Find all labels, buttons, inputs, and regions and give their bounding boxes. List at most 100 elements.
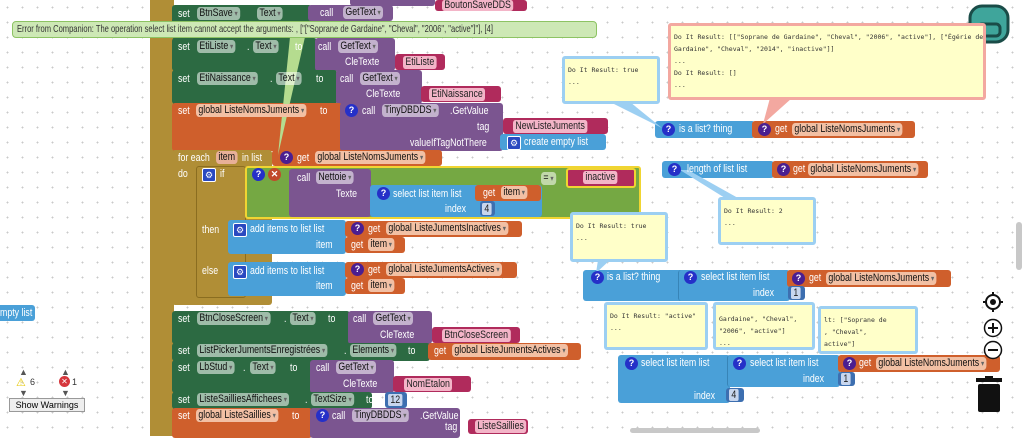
error-next-arrow[interactable]: ▼: [61, 388, 70, 398]
property-dropdown[interactable]: Text: [276, 72, 302, 85]
add-items-block[interactable]: [228, 262, 346, 296]
help-icon[interactable]: ?: [591, 271, 604, 284]
component-dropdown[interactable]: EtiNaissance: [197, 72, 259, 85]
variable-dropdown[interactable]: global ListeNomsJuments: [876, 357, 987, 370]
help-icon[interactable]: ?: [777, 163, 790, 176]
gear-icon[interactable]: ⚙: [233, 223, 247, 237]
vertical-scrollbar[interactable]: [1016, 222, 1022, 270]
horizontal-scrollbar[interactable]: [630, 428, 760, 433]
variable-dropdown[interactable]: global ListeJumentsInactives: [386, 222, 509, 235]
recenter-icon[interactable]: [983, 292, 1003, 312]
string-value[interactable]: BoutonSaveDDS: [442, 0, 514, 11]
string-value[interactable]: inactive: [583, 171, 618, 184]
procedure-dropdown[interactable]: GetText: [360, 72, 401, 85]
help-icon[interactable]: ?: [668, 163, 681, 176]
procedure-dropdown[interactable]: GetText: [343, 6, 384, 19]
kw: mpty list: [0, 307, 33, 319]
number-value[interactable]: 4: [482, 203, 492, 215]
set-lbstud-block[interactable]: [172, 360, 312, 393]
event-block[interactable]: [150, 0, 174, 436]
select-list-item-block[interactable]: [727, 355, 840, 387]
do-it-result-comment[interactable]: Do It Result: [["Soprane de Gardaine", "…: [668, 23, 986, 100]
component-dropdown[interactable]: ListeSailliesAffichees: [197, 393, 290, 406]
procedure-dropdown[interactable]: GetText: [338, 40, 379, 53]
variable-dropdown[interactable]: global ListeNomsJuments: [826, 272, 937, 285]
variable-dropdown[interactable]: global ListeJumentsActives: [386, 263, 502, 276]
string-value[interactable]: EtiListe: [403, 56, 437, 69]
create-empty-list-block[interactable]: [500, 134, 606, 150]
variable-dropdown[interactable]: global ListeNomsJuments: [315, 151, 426, 164]
procedure-dropdown[interactable]: GetText: [373, 312, 414, 325]
warning-prev-arrow[interactable]: ▲: [19, 367, 28, 377]
variable-dropdown[interactable]: item: [368, 238, 395, 251]
call-block[interactable]: [350, 0, 435, 6]
string-value[interactable]: ListeSaillies: [475, 420, 527, 433]
do-it-result-comment[interactable]: Gardaine", "Cheval","2006", "active"]...: [713, 302, 815, 350]
gear-icon[interactable]: ⚙: [233, 265, 247, 279]
component-dropdown[interactable]: LbStud: [197, 361, 235, 374]
warning-next-arrow[interactable]: ▼: [19, 388, 28, 398]
is-a-list-block[interactable]: [655, 121, 755, 138]
help-icon[interactable]: ?: [792, 272, 805, 285]
zoom-in-icon[interactable]: [983, 318, 1003, 338]
help-icon[interactable]: ?: [733, 357, 746, 370]
component-dropdown[interactable]: ListPickerJumentsEnregistrées: [197, 344, 328, 357]
property-dropdown[interactable]: Elements: [350, 344, 397, 357]
do-it-result-comment[interactable]: lt: ["Soprane de, "Cheval",active"]: [818, 306, 918, 354]
property-dropdown[interactable]: Text: [253, 40, 279, 53]
help-icon[interactable]: ?: [843, 357, 856, 370]
string-value[interactable]: EtiNaissance: [429, 88, 486, 101]
help-icon[interactable]: ?: [316, 409, 329, 422]
help-icon[interactable]: ?: [351, 263, 364, 276]
help-icon[interactable]: ?: [280, 151, 293, 164]
component-dropdown[interactable]: EtiListe: [197, 40, 236, 53]
number-value[interactable]: 1: [791, 287, 801, 299]
variable-dropdown[interactable]: global ListeNomsJuments: [792, 123, 903, 136]
number-value[interactable]: 1: [841, 373, 851, 385]
variable-dropdown[interactable]: global ListeJumentsActives: [452, 344, 568, 357]
help-icon[interactable]: ?: [758, 123, 771, 136]
procedure-dropdown[interactable]: GetText: [336, 361, 377, 374]
help-icon[interactable]: ?: [252, 168, 265, 181]
show-warnings-button[interactable]: Show Warnings: [9, 398, 85, 412]
error-icon[interactable]: ✕: [268, 168, 281, 181]
string-value[interactable]: BtnCloseScreen: [442, 329, 511, 342]
trash-icon[interactable]: [976, 376, 1002, 412]
component-dropdown[interactable]: TinyDBDDS: [352, 409, 409, 422]
create-empty-list-fragment[interactable]: [0, 305, 35, 321]
string-value[interactable]: NomEtalon: [404, 378, 453, 391]
component-dropdown[interactable]: TinyDBDDS: [382, 104, 439, 117]
help-icon[interactable]: ?: [351, 222, 364, 235]
error-prev-arrow[interactable]: ▲: [61, 367, 70, 377]
add-items-block[interactable]: [228, 220, 346, 254]
operator-dropdown[interactable]: =: [541, 172, 556, 185]
help-icon[interactable]: ?: [377, 187, 390, 200]
gear-icon[interactable]: ⚙: [507, 136, 521, 150]
property-dropdown[interactable]: Text: [250, 361, 276, 374]
loop-variable[interactable]: item: [216, 151, 238, 164]
help-icon[interactable]: ?: [625, 357, 638, 370]
gear-icon[interactable]: ⚙: [202, 168, 216, 182]
property-dropdown[interactable]: Text: [290, 312, 316, 325]
variable-dropdown[interactable]: global ListeSaillies: [196, 409, 279, 422]
number-value[interactable]: 12: [388, 394, 403, 406]
string-value[interactable]: NewListeJuments: [513, 120, 588, 133]
number-value[interactable]: 4: [729, 389, 739, 401]
zoom-out-icon[interactable]: [983, 340, 1003, 360]
variable-dropdown[interactable]: global ListeNomsJuments: [196, 104, 307, 117]
help-icon[interactable]: ?: [684, 271, 697, 284]
variable-dropdown[interactable]: item: [368, 279, 395, 292]
variable-dropdown[interactable]: global ListeNomsJuments: [808, 163, 919, 176]
property-dropdown[interactable]: Text: [257, 7, 283, 20]
do-it-result-comment[interactable]: Do It Result: true...: [562, 56, 660, 104]
variable-dropdown[interactable]: item: [501, 186, 528, 199]
component-dropdown[interactable]: BtnCloseScreen: [197, 312, 271, 325]
procedure-dropdown[interactable]: Nettoie: [316, 171, 354, 184]
do-it-result-comment[interactable]: Do It Result: true...: [570, 212, 668, 262]
do-it-result-comment[interactable]: Do It Result: "active"...: [604, 302, 708, 350]
help-icon[interactable]: ?: [662, 123, 675, 136]
property-dropdown[interactable]: TextSize: [311, 393, 355, 406]
do-it-result-comment[interactable]: Do It Result: 2...: [718, 197, 816, 245]
component-dropdown[interactable]: BtnSave: [197, 7, 241, 20]
help-icon[interactable]: ?: [345, 104, 358, 117]
